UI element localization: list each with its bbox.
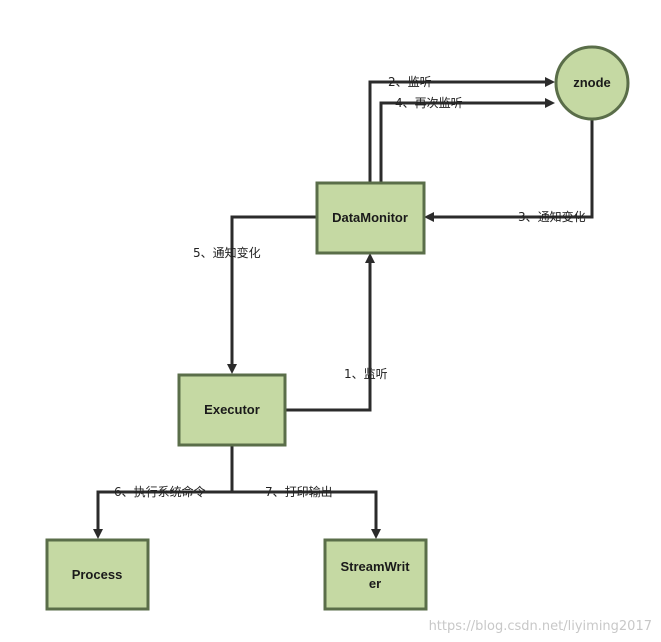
edge-step5-label: 5、通知变化 [193,245,261,260]
stream-writer-label-line1: StreamWrit [340,559,410,574]
edge-step6-arrow [93,446,234,539]
process-label: Process [72,567,123,582]
watermark-text: https://blog.csdn.net/liyiming2017 [429,619,652,634]
edge-step3-arrow [424,120,594,222]
stream-writer-node: StreamWrit er [323,538,428,611]
data-monitor-label: DataMonitor [332,210,408,225]
process-node: Process [45,538,150,611]
edge-step2-arrow [368,77,555,182]
znode-node: znode [554,45,630,121]
executor-label: Executor [204,402,260,417]
edge-step3-label: 3、通知变化 [518,209,586,224]
znode-label: znode [573,75,611,90]
edge-step5-arrow [227,215,316,374]
edge-step1-label: 1、监听 [344,367,388,381]
edge-step2-label: 2、监听 [388,75,432,89]
stream-writer-label-line2: er [369,576,381,591]
edge-step7-arrow [232,490,381,539]
executor-node: Executor [177,373,287,447]
edge-step7-label: 7、打印输出 [265,484,333,499]
edge-step4-label: 4、再次监听 [395,96,463,110]
data-monitor-node: DataMonitor [315,181,426,255]
edge-step4-arrow [379,98,555,182]
edge-step1-arrow [285,253,375,412]
edge-step6-label: 6、执行系统命令 [114,484,206,499]
